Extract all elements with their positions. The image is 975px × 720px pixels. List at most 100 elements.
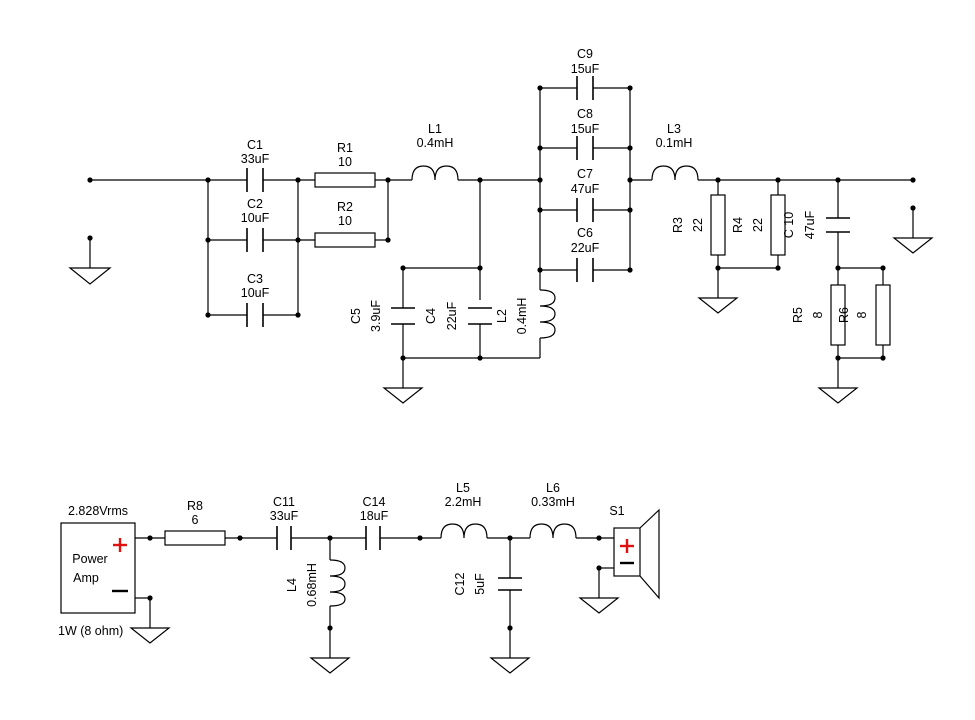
c7-value: 47uF bbox=[571, 182, 600, 196]
resistor-r8: R8 6 bbox=[164, 499, 226, 546]
capacitor-c14: C14 18uF bbox=[360, 495, 389, 550]
ground-icon bbox=[129, 627, 171, 644]
c10-value: 47uF bbox=[803, 210, 817, 239]
capacitor-c10: C 10 47uF bbox=[782, 210, 850, 239]
l5-name: L5 bbox=[456, 481, 470, 495]
r6-value: 8 bbox=[855, 311, 869, 318]
c4-name: C4 bbox=[424, 308, 438, 324]
ground-icon bbox=[68, 267, 112, 285]
capacitor-c3: C3 10uF bbox=[241, 272, 270, 327]
l6-name: L6 bbox=[546, 481, 560, 495]
amp-label-line2: Amp bbox=[73, 571, 99, 585]
c3-name: C3 bbox=[247, 272, 263, 286]
s1-name: S1 bbox=[609, 504, 624, 518]
capacitor-c6: C6 22uF bbox=[571, 226, 600, 282]
top-circuit-wires bbox=[89, 87, 914, 388]
ground-icon bbox=[892, 237, 934, 254]
c7-name: C7 bbox=[577, 167, 593, 181]
l1-name: L1 bbox=[428, 122, 442, 136]
c4-value: 22uF bbox=[445, 301, 459, 330]
l6-value: 0.33mH bbox=[531, 495, 575, 509]
r5-value: 8 bbox=[811, 311, 825, 318]
c9-name: C9 bbox=[577, 47, 593, 61]
c8-name: C8 bbox=[577, 107, 593, 121]
r5-name: R5 bbox=[791, 307, 805, 323]
inductor-l2: L2 0.4mH bbox=[495, 289, 556, 339]
c3-value: 10uF bbox=[241, 286, 270, 300]
ground-icon bbox=[578, 597, 620, 614]
r4-name: R4 bbox=[731, 217, 745, 233]
l5-value: 2.2mH bbox=[445, 495, 482, 509]
plus-icon bbox=[113, 538, 127, 552]
inductor-l4: L4 0.68mH bbox=[285, 559, 346, 607]
r4-value: 22 bbox=[751, 218, 765, 232]
capacitor-c9: C9 15uF bbox=[571, 47, 600, 100]
c1-value: 33uF bbox=[241, 152, 270, 166]
c8-value: 15uF bbox=[571, 122, 600, 136]
c5-name: C5 bbox=[349, 308, 363, 324]
c10-name: C 10 bbox=[782, 212, 796, 238]
capacitor-c12: C12 5uF bbox=[453, 572, 522, 595]
resistor-r6: R6 8 bbox=[837, 284, 891, 346]
l2-name: L2 bbox=[495, 309, 509, 323]
top-junction-dots bbox=[87, 85, 916, 361]
capacitor-c8: C8 15uF bbox=[571, 107, 600, 160]
ground-icon bbox=[489, 657, 531, 674]
capacitor-c7: C7 47uF bbox=[571, 167, 600, 222]
l2-value: 0.4mH bbox=[515, 298, 529, 335]
c12-value: 5uF bbox=[473, 573, 487, 595]
resistor-r1: R1 10 bbox=[314, 141, 376, 188]
ground-icon bbox=[697, 297, 739, 314]
inductor-l1: L1 0.4mH bbox=[411, 122, 459, 181]
capacitor-c11: C11 33uF bbox=[270, 495, 299, 550]
bottom-junction-dots bbox=[147, 535, 602, 631]
l1-value: 0.4mH bbox=[417, 136, 454, 150]
c9-value: 15uF bbox=[571, 62, 600, 76]
r2-name: R2 bbox=[337, 200, 353, 214]
amp-voltage: 2.828Vrms bbox=[68, 504, 128, 518]
r6-name: R6 bbox=[837, 307, 851, 323]
capacitor-c1: C1 33uF bbox=[241, 138, 270, 192]
c11-value: 33uF bbox=[270, 509, 299, 523]
bottom-circuit-wires bbox=[135, 537, 614, 658]
l4-name: L4 bbox=[285, 578, 299, 592]
inductor-l3: L3 0.1mH bbox=[651, 122, 699, 181]
speaker-s1: S1 bbox=[609, 504, 660, 600]
c6-name: C6 bbox=[577, 226, 593, 240]
ground-icon bbox=[382, 387, 424, 404]
r2-value: 10 bbox=[338, 214, 352, 228]
l4-value: 0.68mH bbox=[305, 563, 319, 607]
r8-name: R8 bbox=[187, 499, 203, 513]
capacitor-c2: C2 10uF bbox=[241, 197, 270, 252]
ground-icon bbox=[817, 387, 859, 404]
l3-name: L3 bbox=[667, 122, 681, 136]
capacitor-c5: C5 3.9uF bbox=[349, 300, 415, 332]
c2-value: 10uF bbox=[241, 211, 270, 225]
inductor-l6: L6 0.33mH bbox=[529, 481, 577, 539]
resistor-r4: R4 22 bbox=[731, 194, 786, 256]
resistor-r5: R5 8 bbox=[791, 284, 846, 346]
l3-value: 0.1mH bbox=[656, 136, 693, 150]
amp-rating: 1W (8 ohm) bbox=[58, 624, 123, 638]
inductor-l5: L5 2.2mH bbox=[440, 481, 488, 539]
c1-name: C1 bbox=[247, 138, 263, 152]
capacitor-c4: C4 22uF bbox=[424, 301, 492, 330]
amp-label-line1: Power bbox=[72, 552, 107, 566]
c11-name: C11 bbox=[273, 495, 295, 509]
c6-value: 22uF bbox=[571, 241, 600, 255]
r1-value: 10 bbox=[338, 155, 352, 169]
r3-value: 22 bbox=[691, 218, 705, 232]
c12-name: C12 bbox=[453, 572, 467, 595]
power-amp-block: 2.828Vrms Power Amp 1W (8 ohm) bbox=[58, 504, 136, 638]
resistor-r2: R2 10 bbox=[314, 200, 376, 248]
r8-value: 6 bbox=[192, 513, 199, 527]
c14-name: C14 bbox=[363, 495, 386, 509]
r1-name: R1 bbox=[337, 141, 353, 155]
ground-icon bbox=[309, 657, 351, 674]
resistor-r3: R3 22 bbox=[671, 194, 726, 256]
r3-name: R3 bbox=[671, 217, 685, 233]
c14-value: 18uF bbox=[360, 509, 389, 523]
c5-value: 3.9uF bbox=[369, 300, 383, 332]
plus-icon bbox=[620, 539, 634, 553]
